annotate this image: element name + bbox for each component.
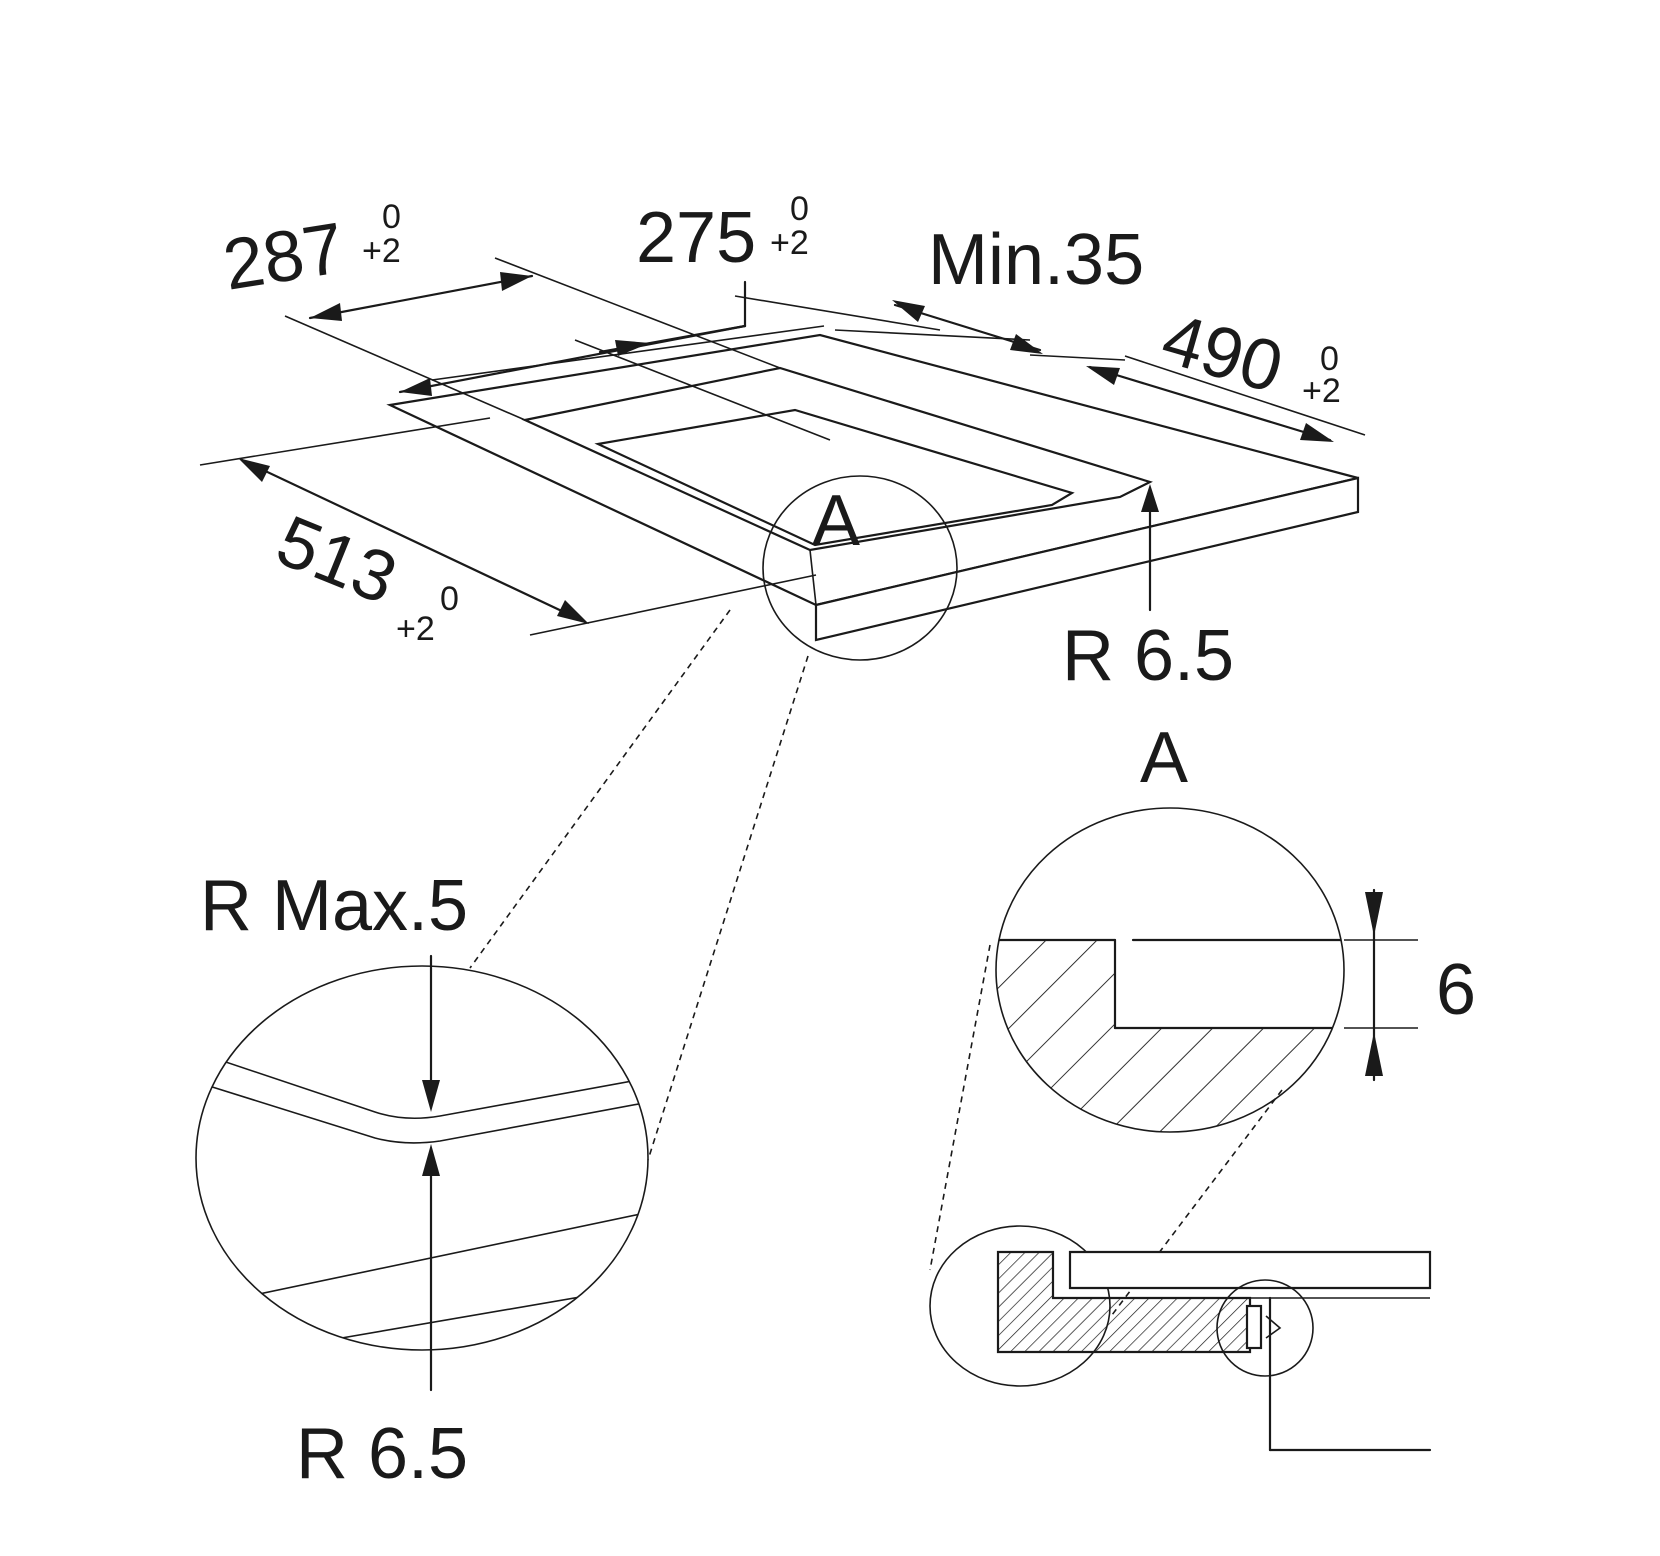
- dimension-490-tol-upper: 0: [1320, 340, 1339, 378]
- dimension-513-tol-upper: 0: [440, 580, 459, 618]
- cutout-inner-opening: [594, 408, 1075, 547]
- hob-glass-edge: [1068, 1250, 1432, 1290]
- radius-max-value: R Max.5: [200, 866, 468, 946]
- detail-marker-a: A: [762, 475, 958, 661]
- projection-lines-left: [469, 609, 809, 1161]
- hob-seal: [1245, 1304, 1263, 1350]
- dimension-513-value: 513: [266, 501, 407, 620]
- worktop-back-edge: [431, 325, 825, 381]
- cutout-side-line: [809, 549, 817, 606]
- extension-lines: [199, 257, 1366, 636]
- radius-detail-value: R 6.5: [296, 1414, 468, 1494]
- dimension-287: 287 0 +2: [218, 198, 534, 321]
- dimension-287-tol-upper: 0: [382, 198, 401, 236]
- detail-a-section: A 6: [995, 718, 1476, 1133]
- step-height-value: 6: [1436, 950, 1476, 1030]
- detail-marker-label: A: [812, 481, 860, 561]
- dimension-275-tol-lower: +2: [770, 224, 809, 262]
- dimension-287-value: 287: [218, 208, 349, 306]
- radius-top-value: R 6.5: [1062, 616, 1234, 696]
- detail-corner-radius: R Max.5 R 6.5: [195, 866, 649, 1494]
- dimension-275-value: 275: [636, 198, 756, 278]
- installation-section: [929, 1225, 1432, 1452]
- dimension-275: 275 0 +2: [398, 190, 809, 396]
- dimension-513-tol-lower: +2: [396, 610, 435, 648]
- dimension-490-tol-lower: +2: [1302, 372, 1341, 410]
- dimension-min35: Min.35: [892, 220, 1144, 354]
- dimension-513: 513 0 +2: [238, 458, 589, 648]
- dimension-min35-value: Min.35: [928, 220, 1144, 300]
- dimension-275-tol-upper: 0: [790, 190, 809, 228]
- radius-callout-top: R 6.5: [1062, 484, 1234, 696]
- detail-a-title: A: [1140, 718, 1188, 798]
- dimension-287-tol-lower: +2: [362, 232, 401, 270]
